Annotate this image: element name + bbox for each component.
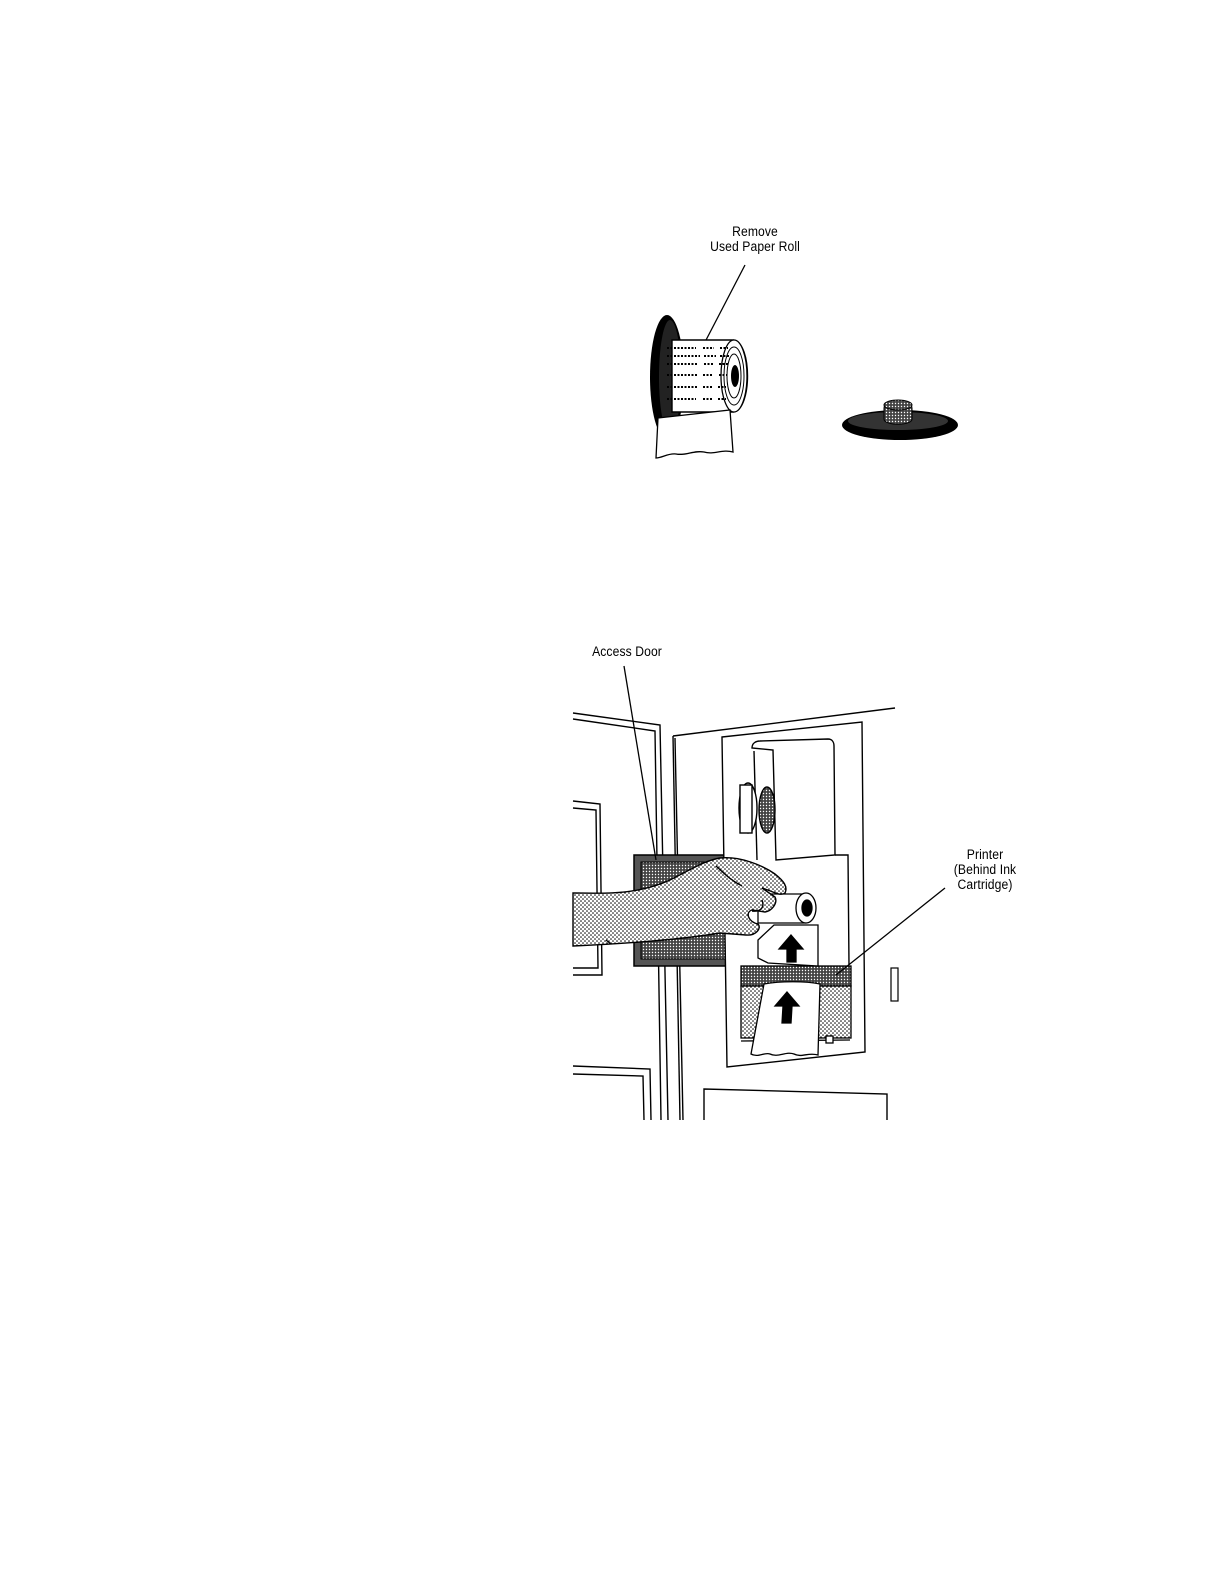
access-door-label: Access Door (578, 644, 677, 659)
paper-tail (656, 410, 733, 458)
printer-label: Printer (Behind Ink Cartridge) (940, 847, 1030, 892)
access-door-leader-line (624, 666, 656, 860)
remove-used-paper-roll-label: Remove Used Paper Roll (688, 224, 823, 254)
remove-roll-leader-line (705, 265, 745, 342)
bottom-figure (573, 666, 945, 1120)
spool-end-cap (842, 400, 958, 440)
top-figure (650, 265, 958, 458)
